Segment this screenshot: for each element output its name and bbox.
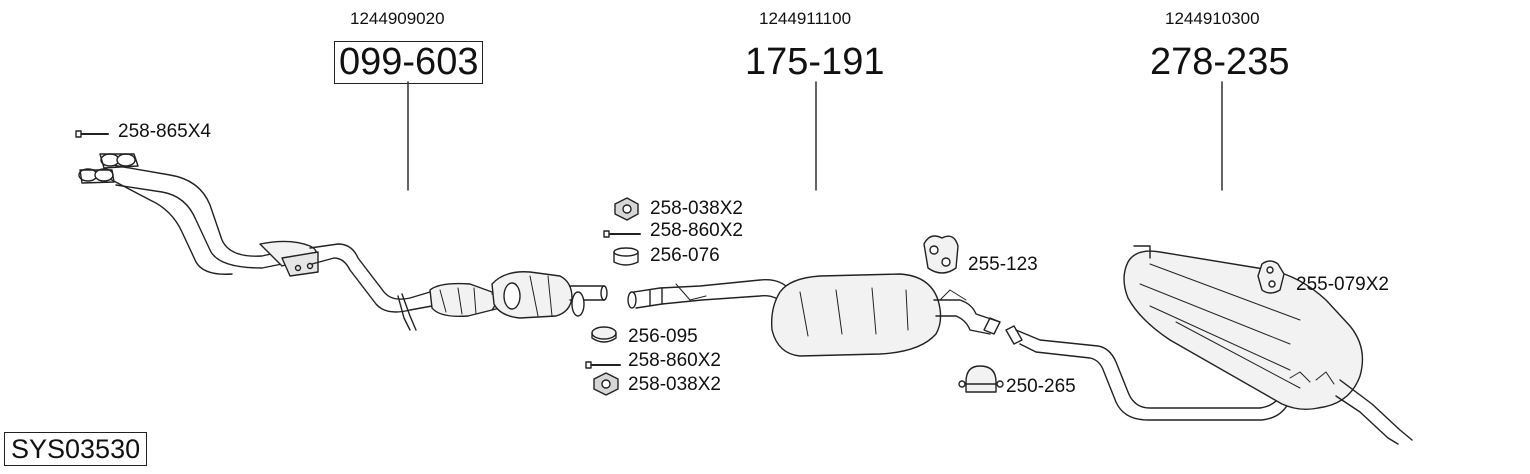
- nut-lower-icon: [593, 372, 619, 396]
- gasket-upper-icon: [613, 247, 639, 266]
- ring-lower-icon: [591, 326, 617, 343]
- system-code: SYS03530: [4, 432, 148, 466]
- hanger-rear-icon: [1257, 260, 1285, 294]
- bolt-upper-icon: [603, 230, 641, 238]
- middle-silencer-175-191: [627, 273, 1001, 357]
- label-gasket-upper: 256-076: [650, 245, 720, 266]
- label-bolt-front: 258-865X4: [118, 121, 211, 142]
- part-number-front-pipe: 099-603: [334, 41, 484, 84]
- part-number-rear-silencer: 278-235: [1150, 41, 1290, 83]
- label-bolt-upper: 258-860X2: [650, 220, 743, 241]
- clamp-icon: [958, 365, 1004, 393]
- label-ring-lower: 256-095: [628, 326, 698, 347]
- bolt-lower-icon: [585, 361, 621, 369]
- label-hanger-mid: 255-123: [968, 254, 1038, 275]
- bolt-front-icon: [75, 130, 109, 138]
- nut-upper-icon: [614, 197, 639, 221]
- oem-number-front-pipe: 1244909020: [350, 9, 445, 28]
- label-nut-lower: 258-038X2: [628, 374, 721, 395]
- label-hanger-rear: 255-079X2: [1296, 274, 1389, 295]
- hanger-mid-icon: [923, 235, 959, 274]
- front-pipe-099-603: [78, 153, 608, 331]
- part-number-middle-silencer: 175-191: [745, 41, 885, 83]
- oem-number-rear-silencer: 1244910300: [1165, 9, 1260, 28]
- oem-number-middle-silencer: 1244911100: [759, 9, 852, 28]
- label-clamp: 250-265: [1006, 376, 1076, 397]
- label-bolt-lower: 258-860X2: [628, 350, 721, 371]
- label-nut-upper: 258-038X2: [650, 198, 743, 219]
